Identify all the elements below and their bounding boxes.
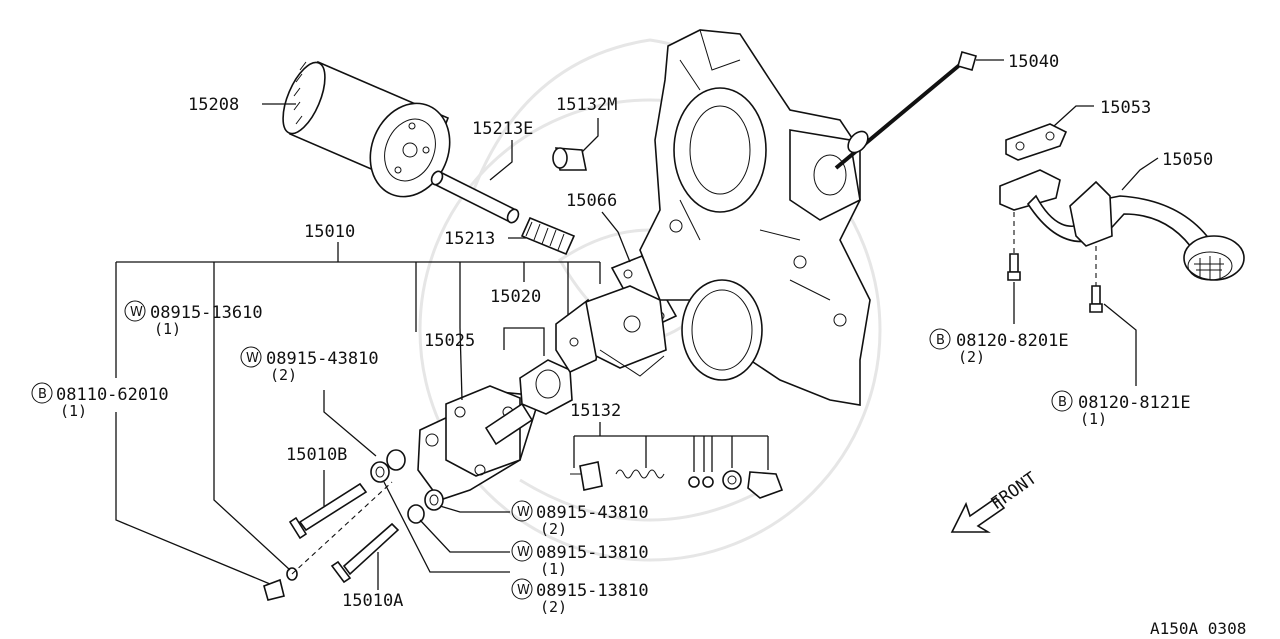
label-15132: 15132 xyxy=(570,401,621,421)
label-15213E: 15213E xyxy=(472,119,533,139)
label-15213: 15213 xyxy=(444,229,495,249)
svg-text:B: B xyxy=(1058,395,1067,410)
svg-text:W: W xyxy=(517,505,530,520)
svg-text:B: B xyxy=(936,333,945,348)
regulator-kit-parts[interactable] xyxy=(570,461,784,499)
svg-text:B: B xyxy=(38,387,47,402)
stud-15213E[interactable] xyxy=(429,169,520,224)
leader-08915-43810-a xyxy=(323,390,377,457)
fastener-w-08915-43810-b: W 08915-43810 (2) xyxy=(511,500,649,538)
dash-line-bolt xyxy=(291,481,393,575)
svg-text:(2): (2) xyxy=(540,598,567,616)
leader-15020 xyxy=(503,327,545,356)
fastener-w-08915-43810-a: W 08915-43810 (2) xyxy=(240,346,379,384)
leader-08110-62010 xyxy=(115,412,271,585)
svg-text:W: W xyxy=(246,351,259,366)
label-15010: 15010 xyxy=(304,222,355,242)
oil-strainer-15050[interactable] xyxy=(999,169,1245,281)
fastener-w-08915-13610: W 08915-13610 (1) xyxy=(124,300,263,338)
oil-filter-15208[interactable] xyxy=(274,57,463,209)
plug-15132M[interactable] xyxy=(552,147,587,171)
front-arrow-icon xyxy=(950,496,1006,533)
gasket-15053[interactable] xyxy=(1005,123,1068,161)
svg-text:(1): (1) xyxy=(1080,410,1107,428)
pump-drive-plate[interactable] xyxy=(585,285,667,377)
label-15050: 15050 xyxy=(1162,150,1213,170)
fastener-b-08120-8201E: B 08120-8201E (2) xyxy=(929,328,1069,366)
bracket-15010 xyxy=(115,242,601,378)
leader-08120-8121E xyxy=(1103,303,1137,386)
svg-text:W: W xyxy=(130,305,143,320)
leader-08915-13810-a xyxy=(419,519,510,553)
fastener-w-08915-13810-b: W 08915-13810 (2) xyxy=(511,578,649,616)
svg-text:W: W xyxy=(517,545,530,560)
leader-15213E xyxy=(489,140,513,181)
bolt-08120-8201E[interactable] xyxy=(1007,212,1021,281)
svg-text:08915-13810: 08915-13810 xyxy=(536,581,649,601)
svg-text:(1): (1) xyxy=(154,320,181,338)
fastener-b-08120-8121E: B 08120-8121E (1) xyxy=(1051,390,1191,428)
svg-text:(1): (1) xyxy=(540,560,567,578)
svg-text:(2): (2) xyxy=(958,348,985,366)
svg-text:08915-43810: 08915-43810 xyxy=(266,349,379,369)
svg-text:08120-8201E: 08120-8201E xyxy=(956,331,1069,351)
svg-text:(1): (1) xyxy=(60,402,87,420)
leader-08915-13810-b xyxy=(383,481,510,573)
bracket-15132 xyxy=(573,422,769,472)
svg-text:W: W xyxy=(517,583,530,598)
label-15025: 15025 xyxy=(424,331,475,351)
leader-15132M xyxy=(581,118,599,153)
fastener-w-08915-13810-a: W 08915-13810 (1) xyxy=(511,540,649,578)
label-15010B: 15010B xyxy=(286,445,347,465)
label-15040: 15040 xyxy=(1008,52,1059,72)
svg-text:08915-43810: 08915-43810 xyxy=(536,503,649,523)
bolt-15010A[interactable] xyxy=(330,522,400,584)
label-15010A: 15010A xyxy=(342,591,403,611)
washers[interactable] xyxy=(263,449,444,601)
leader-15066 xyxy=(601,211,631,263)
svg-text:(2): (2) xyxy=(270,366,297,384)
label-15020: 15020 xyxy=(490,287,541,307)
label-15066: 15066 xyxy=(566,191,617,211)
fastener-b-08110-62010: B 08110-62010 (1) xyxy=(31,382,169,420)
svg-text:08110-62010: 08110-62010 xyxy=(56,385,169,405)
leader-15025 xyxy=(459,327,463,401)
label-15208: 15208 xyxy=(188,95,239,115)
front-cover[interactable] xyxy=(639,29,871,406)
oil-pump-body[interactable] xyxy=(417,385,542,501)
front-label: FRONT xyxy=(987,468,1040,514)
dipstick-15040[interactable] xyxy=(834,51,977,170)
label-15132M: 15132M xyxy=(556,95,617,115)
label-15053: 15053 xyxy=(1100,98,1151,118)
leader-08915-43810-b xyxy=(439,505,510,513)
bolt-08120-8121E[interactable] xyxy=(1089,246,1103,313)
spring-15213[interactable] xyxy=(520,216,576,256)
svg-text:08120-8121E: 08120-8121E xyxy=(1078,393,1191,413)
bolt-15010B[interactable] xyxy=(288,482,368,540)
svg-text:08915-13610: 08915-13610 xyxy=(150,303,263,323)
leader-08915-13610 xyxy=(213,296,291,571)
diagram-code: A150A 0308 xyxy=(1150,619,1246,638)
leader-15050 xyxy=(1121,157,1159,191)
svg-text:08915-13810: 08915-13810 xyxy=(536,543,649,563)
leader-15053 xyxy=(1053,105,1094,127)
svg-text:(2): (2) xyxy=(540,520,567,538)
